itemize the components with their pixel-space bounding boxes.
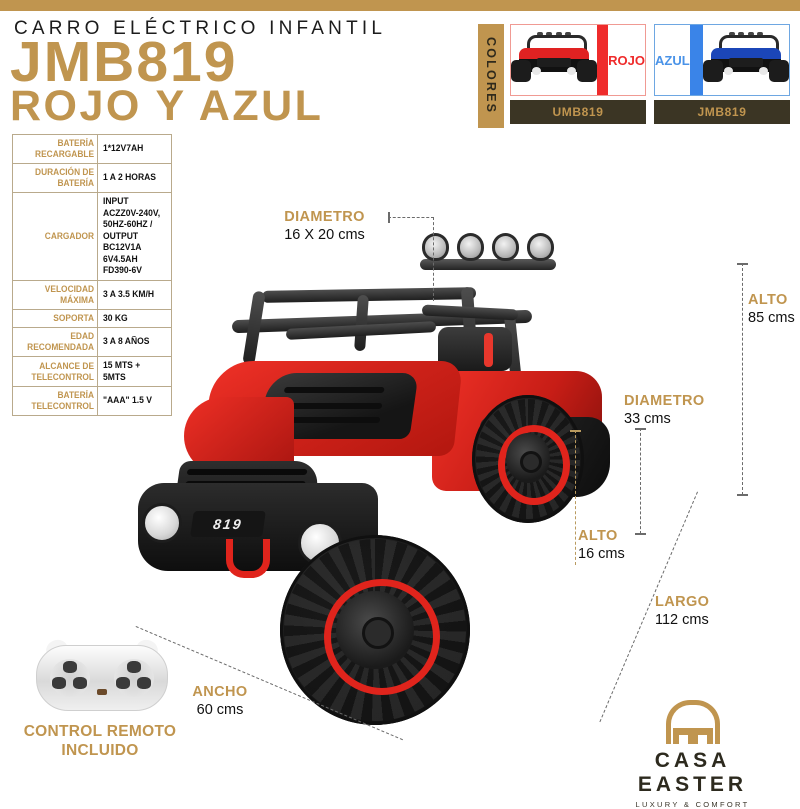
- dimension-width: ANCHO 60 cms: [150, 684, 290, 719]
- brand-tagline: LUXURY & COMFORT: [635, 800, 750, 809]
- leader-cap: [388, 212, 390, 223]
- remote-caption-line2: INCLUIDO: [61, 742, 139, 759]
- dimension-line-wheel-height: [575, 430, 576, 565]
- leader-line: [433, 217, 434, 301]
- dimension-wheel-height: ALTO 16 cms: [578, 528, 625, 563]
- spec-label: VELOCIDAD MÁXIMA: [22, 279, 98, 310]
- tow-hook-icon: [226, 539, 270, 578]
- house-arch-icon: [665, 700, 720, 744]
- model-bar-jmb819: JMB819: [654, 100, 790, 124]
- dimension-length: LARGO 112 cms: [655, 594, 709, 629]
- color-swatch-azul[interactable]: AZUL: [654, 24, 790, 96]
- remote-control-image: [36, 636, 168, 711]
- spec-label: BATERÍA RECARGABLE: [22, 134, 98, 164]
- spotlight-icon: [457, 233, 484, 261]
- dimension-cap: [570, 430, 581, 432]
- colors-tab: COLORES: [478, 24, 504, 128]
- dimension-cap: [635, 428, 646, 430]
- color-name-cell-rojo: ROJO: [608, 25, 645, 95]
- leader-line: [388, 217, 434, 218]
- dimension-cap: [737, 494, 748, 496]
- dimension-label: ALTO: [748, 292, 788, 308]
- remote-caption: CONTROL REMOTO INCLUIDO: [0, 722, 200, 760]
- vehicle-illustration: RZR 819: [120, 225, 620, 725]
- page-title: JMB819: [10, 30, 238, 94]
- color-name-rojo: ROJO: [608, 52, 645, 68]
- headlight-left-icon: [142, 503, 182, 543]
- model-bar-umb819: UMB819: [510, 100, 646, 124]
- dimension-label: DIAMETRO: [624, 393, 705, 409]
- dimension-value: 60 cms: [196, 702, 244, 718]
- color-swatch-rojo[interactable]: ROJO: [510, 24, 646, 96]
- dimension-total-height: ALTO 85 cms: [748, 292, 795, 327]
- top-accent-bar: [0, 0, 800, 11]
- specifications-table: BATERÍA RECARGABLE 1*12V7AH DURACIÓN DE …: [12, 134, 172, 416]
- color-chip-azul: [689, 25, 703, 95]
- model-label-jmb819: JMB819: [697, 105, 747, 119]
- dimension-value: 16 cms: [578, 546, 625, 562]
- color-chip-rojo: [597, 25, 609, 95]
- spec-value: "AAA" 1.5 V: [97, 386, 165, 416]
- spec-label: SOPORTA: [22, 308, 98, 328]
- spec-value: 1*12V7AH: [97, 134, 165, 164]
- dpad-left-icon: [50, 659, 90, 697]
- dimension-line-wheel-diameter: [640, 428, 641, 534]
- spec-label: EDAD RECOMENDADA: [22, 327, 98, 357]
- buggy-blue-thumbnail: [703, 25, 789, 95]
- model-label-umb819: UMB819: [552, 105, 604, 119]
- roof-light-bar: [420, 233, 556, 273]
- buggy-red-thumbnail: [511, 25, 597, 95]
- brand-name: CASA EASTER: [637, 749, 748, 796]
- spec-label: BATERÍA TELECONTROL: [22, 386, 98, 416]
- spec-label: DURACIÓN DE BATERÍA: [22, 163, 98, 193]
- dimension-wheel-diameter: DIAMETRO 33 cms: [624, 393, 705, 428]
- spec-value: 3 A 8 AÑOS: [97, 327, 165, 357]
- dimension-value: 33 cms: [624, 411, 671, 427]
- dimension-label: DIAMETRO: [284, 209, 365, 225]
- dimension-light-diameter: DIAMETRO 16 X 20 cms: [247, 209, 402, 244]
- dimension-cap: [635, 533, 646, 535]
- brand-logo: CASA EASTER LUXURY & COMFORT: [600, 700, 785, 809]
- colors-tab-label: COLORES: [484, 37, 498, 115]
- dimension-label: ANCHO: [192, 684, 248, 700]
- led-indicator-icon: [97, 689, 107, 695]
- dimension-label: ALTO: [578, 528, 618, 544]
- dimension-label: LARGO: [655, 594, 710, 610]
- table-row: SOPORTA 30 KG: [13, 308, 172, 328]
- table-row: BATERÍA RECARGABLE 1*12V7AH: [13, 134, 172, 164]
- dimension-value: 112 cms: [655, 612, 709, 628]
- dimension-line-total-height: [742, 263, 743, 495]
- dpad-right-icon: [114, 659, 154, 697]
- colors-panel: COLORES RO: [478, 24, 790, 128]
- remote-caption-line1: CONTROL REMOTO: [23, 723, 177, 740]
- page-kicker: CARRO ELÉCTRICO INFANTIL: [14, 18, 387, 39]
- page-subtitle: ROJO Y AZUL: [10, 82, 324, 130]
- spotlight-icon: [527, 233, 554, 261]
- spec-label: CARGADOR: [22, 192, 98, 281]
- dimension-value: 16 X 20 cms: [284, 227, 365, 243]
- spotlight-icon: [492, 233, 519, 261]
- table-row: DURACIÓN DE BATERÍA 1 A 2 HORAS: [13, 163, 172, 193]
- table-row: CARGADOR INPUT ACZZ0V-240V, 50HZ-60HZ / …: [13, 192, 172, 281]
- table-row: EDAD RECOMENDADA 3 A 8 AÑOS: [13, 327, 172, 357]
- table-row: BATERÍA TELECONTROL "AAA" 1.5 V: [13, 386, 172, 416]
- color-name-azul: AZUL: [655, 52, 690, 68]
- dimension-value: 85 cms: [748, 310, 795, 326]
- spec-value: 3 A 3.5 KM/H: [97, 279, 165, 310]
- dimension-cap: [737, 263, 748, 265]
- spec-value: 1 A 2 HORAS: [97, 163, 165, 193]
- table-row: VELOCIDAD MÁXIMA 3 A 3.5 KM/H: [13, 279, 172, 310]
- table-row: ALCANCE DE TELECONTROL 15 MTS + 5MTS: [13, 356, 172, 387]
- wheel-rear: [472, 395, 584, 523]
- front-plate: 819: [190, 511, 266, 537]
- color-name-cell-azul: AZUL: [655, 25, 690, 95]
- spotlight-icon: [422, 233, 449, 261]
- wheel-front: [280, 535, 470, 725]
- spec-label: ALCANCE DE TELECONTROL: [22, 356, 98, 387]
- spec-value: INPUT ACZZ0V-240V, 50HZ-60HZ / OUTPUT BC…: [97, 192, 165, 281]
